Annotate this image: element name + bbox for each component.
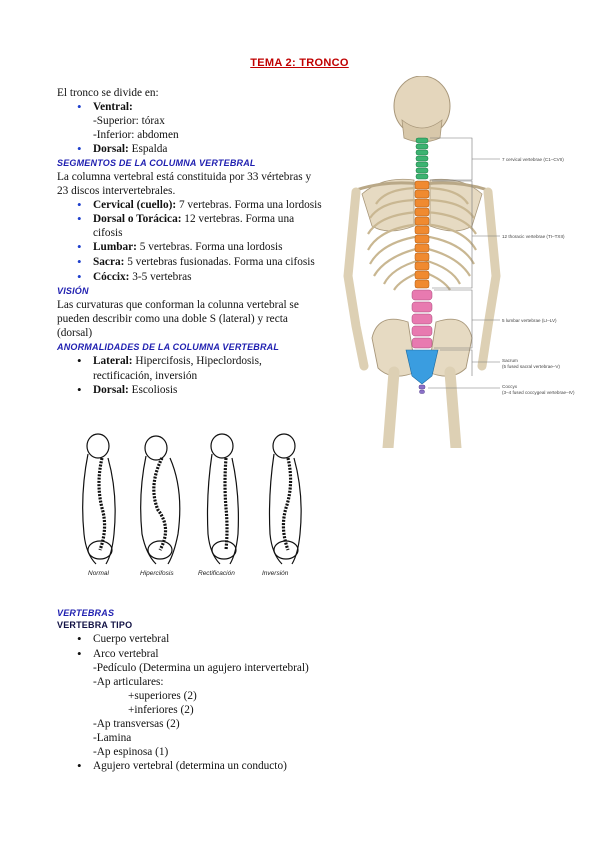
- vision-line-1: Las curvaturas que conforman la colunna …: [57, 299, 299, 311]
- segment-sacra: Sacra: 5 vertebras fusionadas. Forma una…: [77, 255, 315, 269]
- anormalidad-lateral-cont: rectificación, inversión: [93, 370, 198, 382]
- label-coccyx-detail: (3–4 fused coccygeal vertebrae–IV): [502, 390, 575, 395]
- segment-dorsal: Dorsal o Torácica: 12 vertebras. Forma u…: [77, 212, 295, 226]
- vertebra-arco: Arco vertebral: [77, 647, 158, 661]
- segment-text: 3-5 vertebras: [129, 271, 192, 283]
- caption-normal: Normal: [88, 570, 109, 577]
- segment-coccix: Cóccix: 3-5 vertebras: [77, 270, 192, 284]
- vertebra-agujero: Agujero vertebral (determina un conducto…: [77, 759, 287, 773]
- segment-text: 7 vertebras. Forma una lordosis: [176, 199, 322, 211]
- segment-text: 5 vertebras fusionadas. Forma una cifosi…: [124, 256, 315, 268]
- vertebra-cuerpo: Cuerpo vertebral: [77, 632, 169, 646]
- lateral-text: Hipercifosis, Hipeclordosis,: [132, 355, 262, 367]
- label-cervical: 7 cervical vertebrae (C1–CVII): [502, 157, 564, 162]
- vertebras-heading: VERTEBRAS: [57, 608, 115, 618]
- segment-label: Dorsal o Torácica:: [93, 213, 182, 225]
- intro-text: El tronco se divide en:: [57, 87, 159, 99]
- anormalidades-heading: ANORMALIDADES DE LA COLUMNA VERTEBRAL: [57, 342, 280, 352]
- segment-label: Cervical (cuello):: [93, 199, 177, 211]
- label-sacrum-detail: (5 fused sacral vertebrae–V): [502, 364, 560, 369]
- dorsal-label: Dorsal:: [93, 143, 129, 155]
- vision-heading: VISIÓN: [57, 286, 89, 296]
- segment-text: 5 vertebras. Forma una lordosis: [136, 241, 283, 253]
- vertebra-lamina: -Lamina: [93, 732, 132, 744]
- segment-label: Sacra:: [93, 256, 125, 268]
- caption-rectificacion: Rectificación: [198, 570, 235, 577]
- label-sacrum: Sacrum: [502, 358, 518, 363]
- posture-figures: [82, 433, 302, 565]
- vertebra-transversas: -Ap transversas (2): [93, 718, 180, 730]
- anormalidad-lateral: Lateral: Hipercifosis, Hipeclordosis,: [77, 354, 262, 368]
- inferior-text: -Inferior: abdomen: [93, 129, 179, 141]
- vertebra-superiores: +superiores (2): [128, 690, 197, 702]
- vertebra-inferiores: +inferiores (2): [128, 704, 194, 716]
- vertebra-tipo-heading: VERTEBRA TIPO: [57, 620, 133, 630]
- vertebra-ap-articulares: -Ap articulares:: [93, 676, 164, 688]
- segmentos-line-2: 23 discos intervertebrales.: [57, 185, 176, 197]
- ventral-item: Ventral:: [77, 100, 133, 114]
- segmentos-heading: SEGMENTOS DE LA COLUMNA VERTEBRAL: [57, 158, 256, 168]
- dorsal-item: Dorsal: Espalda: [77, 142, 168, 156]
- dorsal-text: Espalda: [128, 143, 168, 155]
- segmentos-line-1: La columna vertebral está constituida po…: [57, 171, 312, 183]
- skeleton-illustration: [343, 76, 501, 448]
- label-coccyx: Coccyx: [502, 384, 518, 389]
- segment-cervical: Cervical (cuello): 7 vertebras. Forma un…: [77, 198, 322, 212]
- vision-line-2: pueden describir como una doble S (later…: [57, 313, 288, 325]
- caption-hipercifosis: Hipercifosis: [140, 570, 174, 577]
- caption-inversion: Inversión: [262, 570, 289, 577]
- segment-label: Cóccix:: [93, 271, 130, 283]
- ventral-label: Ventral:: [93, 101, 133, 113]
- dorsal-text: Escoliosis: [128, 384, 178, 396]
- figure-normal: [82, 433, 116, 565]
- figure-rectificacion: [206, 433, 239, 565]
- figure-inversion: [268, 433, 302, 565]
- segment-label: Lumbar:: [93, 241, 137, 253]
- vertebra-pediculo: -Pedículo (Determina un agujero interver…: [93, 662, 309, 674]
- segment-text: 12 vertebras. Forma una: [181, 213, 295, 225]
- figure-hipercifosis: [140, 435, 181, 565]
- vertebra-espinosa: -Ap espinosa (1): [93, 746, 169, 758]
- lateral-label: Lateral:: [93, 355, 133, 367]
- dorsal-label: Dorsal:: [93, 384, 129, 396]
- superior-text: -Superior: tórax: [93, 115, 165, 127]
- vision-line-3: (dorsal): [57, 327, 93, 339]
- segment-lumbar: Lumbar: 5 vertebras. Forma una lordosis: [77, 240, 283, 254]
- label-lumbar: 5 lumbar vertebrae (LI–LV): [502, 318, 557, 323]
- label-thoracic: 12 thoracic vertebrae (TI–TXII): [502, 234, 565, 239]
- page-title: TEMA 2: TRONCO: [250, 57, 349, 69]
- segment-dorsal-cont: cifosis: [93, 227, 123, 239]
- anormalidad-dorsal: Dorsal: Escoliosis: [77, 383, 178, 397]
